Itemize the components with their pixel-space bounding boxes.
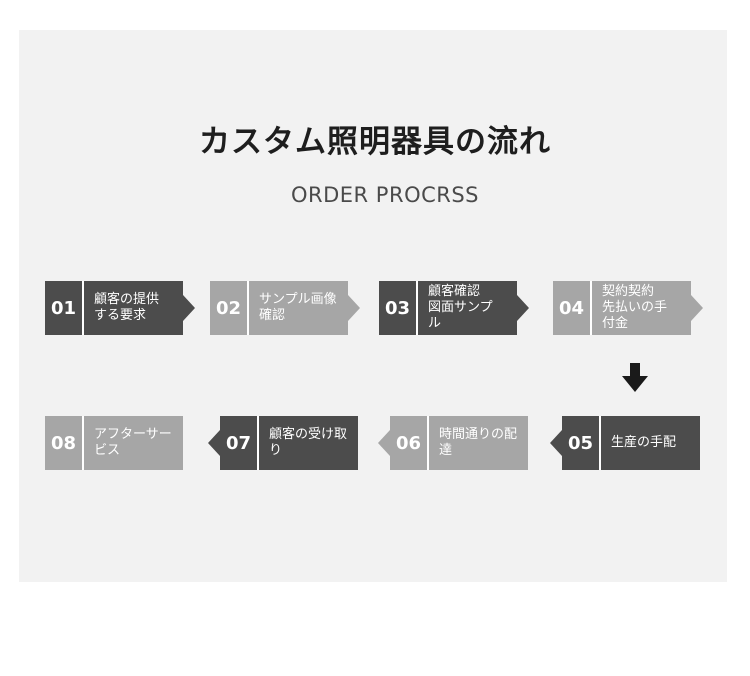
step-05: 05 生産の手配 (562, 416, 700, 470)
arrow-left-icon (378, 430, 390, 456)
step-divider (599, 416, 601, 470)
step-04: 04 契約契約 先払いの手 付金 (553, 281, 691, 335)
step-number: 08 (50, 432, 77, 454)
page-subtitle: ORDER PROCRSS (290, 183, 480, 207)
step-01: 01 顧客の提供 する要求 (45, 281, 183, 335)
arrow-down-icon (622, 363, 648, 392)
step-08: 08 アフターサービス (45, 416, 183, 470)
step-number: 04 (558, 297, 585, 319)
step-divider (247, 281, 249, 335)
step-03: 03 顧客確認 図面サンプ ル (379, 281, 517, 335)
arrow-left-icon (208, 430, 220, 456)
step-02: 02 サンプル画像 確認 (210, 281, 348, 335)
step-divider (82, 416, 84, 470)
step-label: 顧客確認 図面サンプ ル (428, 284, 493, 331)
step-label: 時間通りの配達 (439, 427, 518, 458)
step-divider (590, 281, 592, 335)
step-divider (416, 281, 418, 335)
step-number: 05 (567, 432, 594, 454)
step-label: アフターサービス (94, 427, 172, 458)
step-number: 02 (215, 297, 242, 319)
step-divider (82, 281, 84, 335)
step-label: 顧客の提供 する要求 (94, 292, 160, 323)
step-number: 03 (384, 297, 411, 319)
step-06: 06 時間通りの配達 (390, 416, 528, 470)
step-divider (257, 416, 259, 470)
arrow-left-icon (550, 430, 562, 456)
step-label: 契約契約 先払いの手 付金 (602, 284, 668, 331)
step-label: 生産の手配 (611, 435, 677, 450)
arrow-right-icon (517, 295, 529, 321)
step-number: 07 (225, 432, 252, 454)
step-number: 01 (50, 297, 77, 319)
page-title: カスタム照明器具の流れ (199, 124, 551, 160)
step-label: 顧客の受け取り (269, 427, 348, 458)
step-number: 06 (395, 432, 422, 454)
step-divider (427, 416, 429, 470)
arrow-right-icon (348, 295, 360, 321)
step-07: 07 顧客の受け取り (220, 416, 358, 470)
arrow-right-icon (183, 295, 195, 321)
step-label: サンプル画像 確認 (259, 292, 337, 323)
arrow-right-icon (691, 295, 703, 321)
